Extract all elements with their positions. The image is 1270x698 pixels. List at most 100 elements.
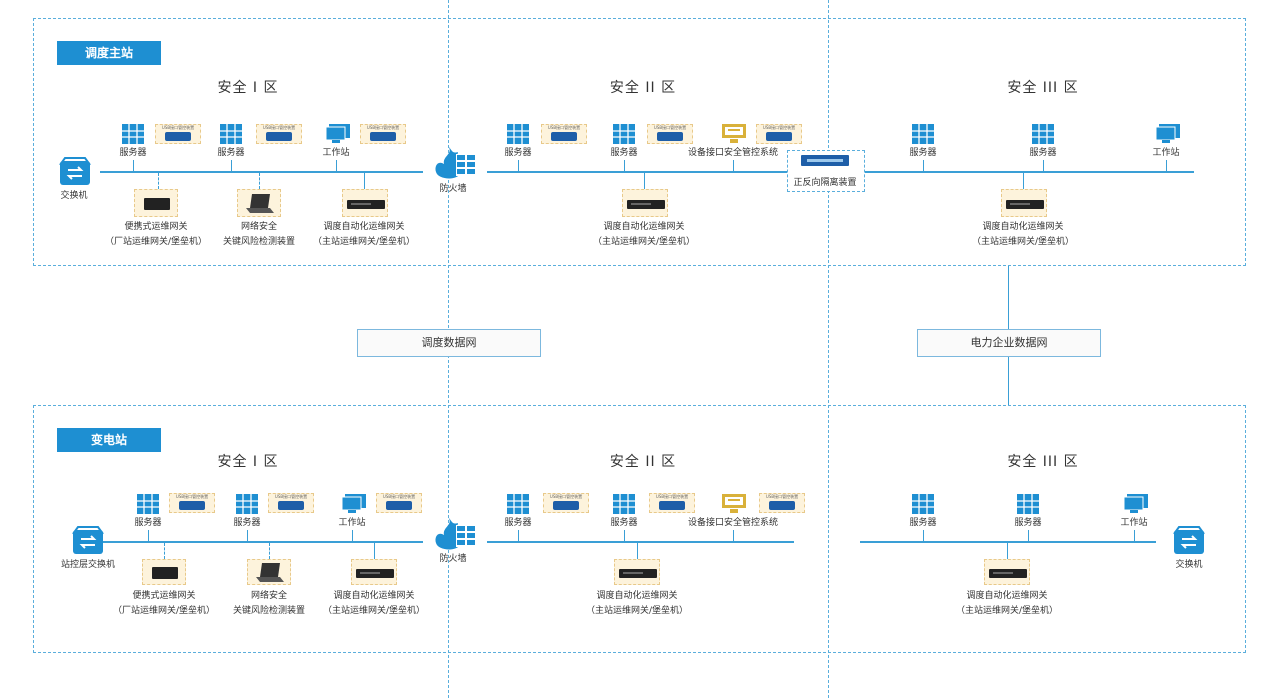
usb-control-device: USB接口管控装置 bbox=[647, 124, 693, 144]
top-z3-device-label: 调度自动化运维网关 bbox=[982, 222, 1064, 232]
bottom-z2-item-label: 服务器 bbox=[610, 518, 638, 528]
workstation-icon bbox=[326, 124, 350, 144]
top-z2-device-label: 调度自动化运维网关 bbox=[603, 222, 685, 232]
connector bbox=[923, 160, 924, 171]
bottom-z1-device-label: 便携式运维网关 bbox=[132, 591, 196, 601]
switch-icon bbox=[1173, 526, 1205, 556]
server-icon bbox=[122, 124, 144, 144]
isolation-device-label: 正反向隔离装置 bbox=[793, 178, 857, 188]
bottom-switch-label: 站控层交换机 bbox=[60, 560, 116, 570]
isolation-device-icon bbox=[801, 155, 849, 167]
top-z1-item-label: 服务器 bbox=[217, 148, 245, 158]
server-icon bbox=[613, 124, 635, 144]
connector bbox=[364, 173, 365, 189]
connector bbox=[1166, 160, 1167, 171]
master-station-badge: 调度主站 bbox=[57, 41, 161, 65]
bottom-z1-item-label: 服务器 bbox=[134, 518, 162, 528]
connector bbox=[374, 543, 375, 559]
connector bbox=[644, 173, 645, 189]
connector bbox=[637, 543, 638, 559]
usb-control-device: USB接口管控装置 bbox=[169, 493, 215, 513]
top-switch-label: 交换机 bbox=[60, 191, 88, 201]
connector bbox=[733, 530, 734, 541]
workstation-icon bbox=[1156, 124, 1180, 144]
switch-icon bbox=[72, 526, 104, 556]
bottom-zone-2-title: 安全 II 区 bbox=[609, 454, 677, 470]
server-icon bbox=[137, 494, 159, 514]
top-z1-device-sub: 关键风险检测装置 bbox=[222, 237, 296, 247]
bottom-z2-item-label: 设备接口安全管控系统 bbox=[687, 518, 779, 528]
top-z1-device-sub: （厂站运维网关/堡垒机） bbox=[104, 237, 208, 247]
bottom-z1-device-sub: 关键风险检测装置 bbox=[232, 606, 306, 616]
bottom-z3-item-label: 服务器 bbox=[909, 518, 937, 528]
connector bbox=[1023, 173, 1024, 189]
connector bbox=[518, 160, 519, 171]
usb-control-device: USB接口管控装置 bbox=[376, 493, 422, 513]
bottom-bus-zone1 bbox=[100, 541, 423, 543]
bottom-z1-item-label: 服务器 bbox=[233, 518, 261, 528]
top-z3-device-sub: （主站运维网关/堡垒机） bbox=[971, 237, 1075, 247]
top-z1-device-label: 便携式运维网关 bbox=[124, 222, 188, 232]
connector bbox=[923, 530, 924, 541]
bottom-z1-device-sub: （主站运维网关/堡垒机） bbox=[322, 606, 426, 616]
server-icon bbox=[912, 124, 934, 144]
bottom-z1-device-sub: （厂站运维网关/堡垒机） bbox=[112, 606, 216, 616]
firewall-icon bbox=[430, 142, 478, 182]
server-icon bbox=[236, 494, 258, 514]
automation-gateway-device bbox=[1001, 189, 1047, 217]
bottom-switch-right-label: 交换机 bbox=[1175, 560, 1203, 570]
portable-gateway-device bbox=[142, 559, 186, 585]
top-z3-item-label: 服务器 bbox=[1029, 148, 1057, 158]
usb-control-device: USB接口管控装置 bbox=[360, 124, 406, 144]
bottom-z2-device-label: 调度自动化运维网关 bbox=[596, 591, 678, 601]
usb-control-device: USB接口管控装置 bbox=[155, 124, 201, 144]
top-zone-3-title: 安全 III 区 bbox=[1007, 80, 1079, 96]
workstation-icon bbox=[1124, 494, 1148, 514]
bottom-z3-item-label: 工作站 bbox=[1120, 518, 1148, 528]
bottom-z2-item-label: 服务器 bbox=[504, 518, 532, 528]
firewall-icon bbox=[430, 513, 478, 553]
automation-gateway-device bbox=[622, 189, 668, 217]
automation-gateway-device bbox=[351, 559, 397, 585]
connector bbox=[164, 543, 165, 559]
top-z3-item-label: 工作站 bbox=[1152, 148, 1180, 158]
server-icon bbox=[1032, 124, 1054, 144]
risk-detection-laptop bbox=[237, 189, 281, 217]
connector bbox=[231, 160, 232, 171]
top-z1-device-label: 网络安全 bbox=[240, 222, 278, 232]
bottom-z3-item-label: 服务器 bbox=[1014, 518, 1042, 528]
connector bbox=[518, 530, 519, 541]
usb-control-device: USB接口管控装置 bbox=[543, 493, 589, 513]
bottom-zone-3-title: 安全 III 区 bbox=[1007, 454, 1079, 470]
connector bbox=[624, 530, 625, 541]
top-zone-2-title: 安全 II 区 bbox=[609, 80, 677, 96]
monitor-icon bbox=[722, 124, 746, 144]
usb-control-device: USB接口管控装置 bbox=[759, 493, 805, 513]
top-firewall-label: 防火墙 bbox=[439, 184, 467, 194]
bottom-z1-device-label: 网络安全 bbox=[250, 591, 288, 601]
connector bbox=[1028, 530, 1029, 541]
top-z1-item-label: 服务器 bbox=[119, 148, 147, 158]
top-z2-item-label: 服务器 bbox=[610, 148, 638, 158]
master-station-region bbox=[33, 18, 1246, 266]
risk-detection-laptop bbox=[247, 559, 291, 585]
top-zone-1-title: 安全 I 区 bbox=[217, 80, 279, 96]
connector bbox=[158, 173, 159, 189]
server-icon bbox=[1017, 494, 1039, 514]
server-icon bbox=[912, 494, 934, 514]
usb-control-device: USB接口管控装置 bbox=[541, 124, 587, 144]
connector bbox=[733, 160, 734, 171]
connector bbox=[133, 160, 134, 171]
dispatch-data-network: 调度数据网 bbox=[357, 329, 541, 357]
bottom-bus-zone2 bbox=[487, 541, 794, 543]
bottom-firewall-label: 防火墙 bbox=[439, 554, 467, 564]
automation-gateway-device bbox=[984, 559, 1030, 585]
automation-gateway-device bbox=[342, 189, 388, 217]
connector bbox=[247, 530, 248, 541]
bottom-z3-device-label: 调度自动化运维网关 bbox=[966, 591, 1048, 601]
bottom-z2-device-sub: （主站运维网关/堡垒机） bbox=[585, 606, 689, 616]
connector bbox=[624, 160, 625, 171]
connector bbox=[1134, 530, 1135, 541]
top-bus-zone1 bbox=[100, 171, 423, 173]
top-z2-item-label: 服务器 bbox=[504, 148, 532, 158]
